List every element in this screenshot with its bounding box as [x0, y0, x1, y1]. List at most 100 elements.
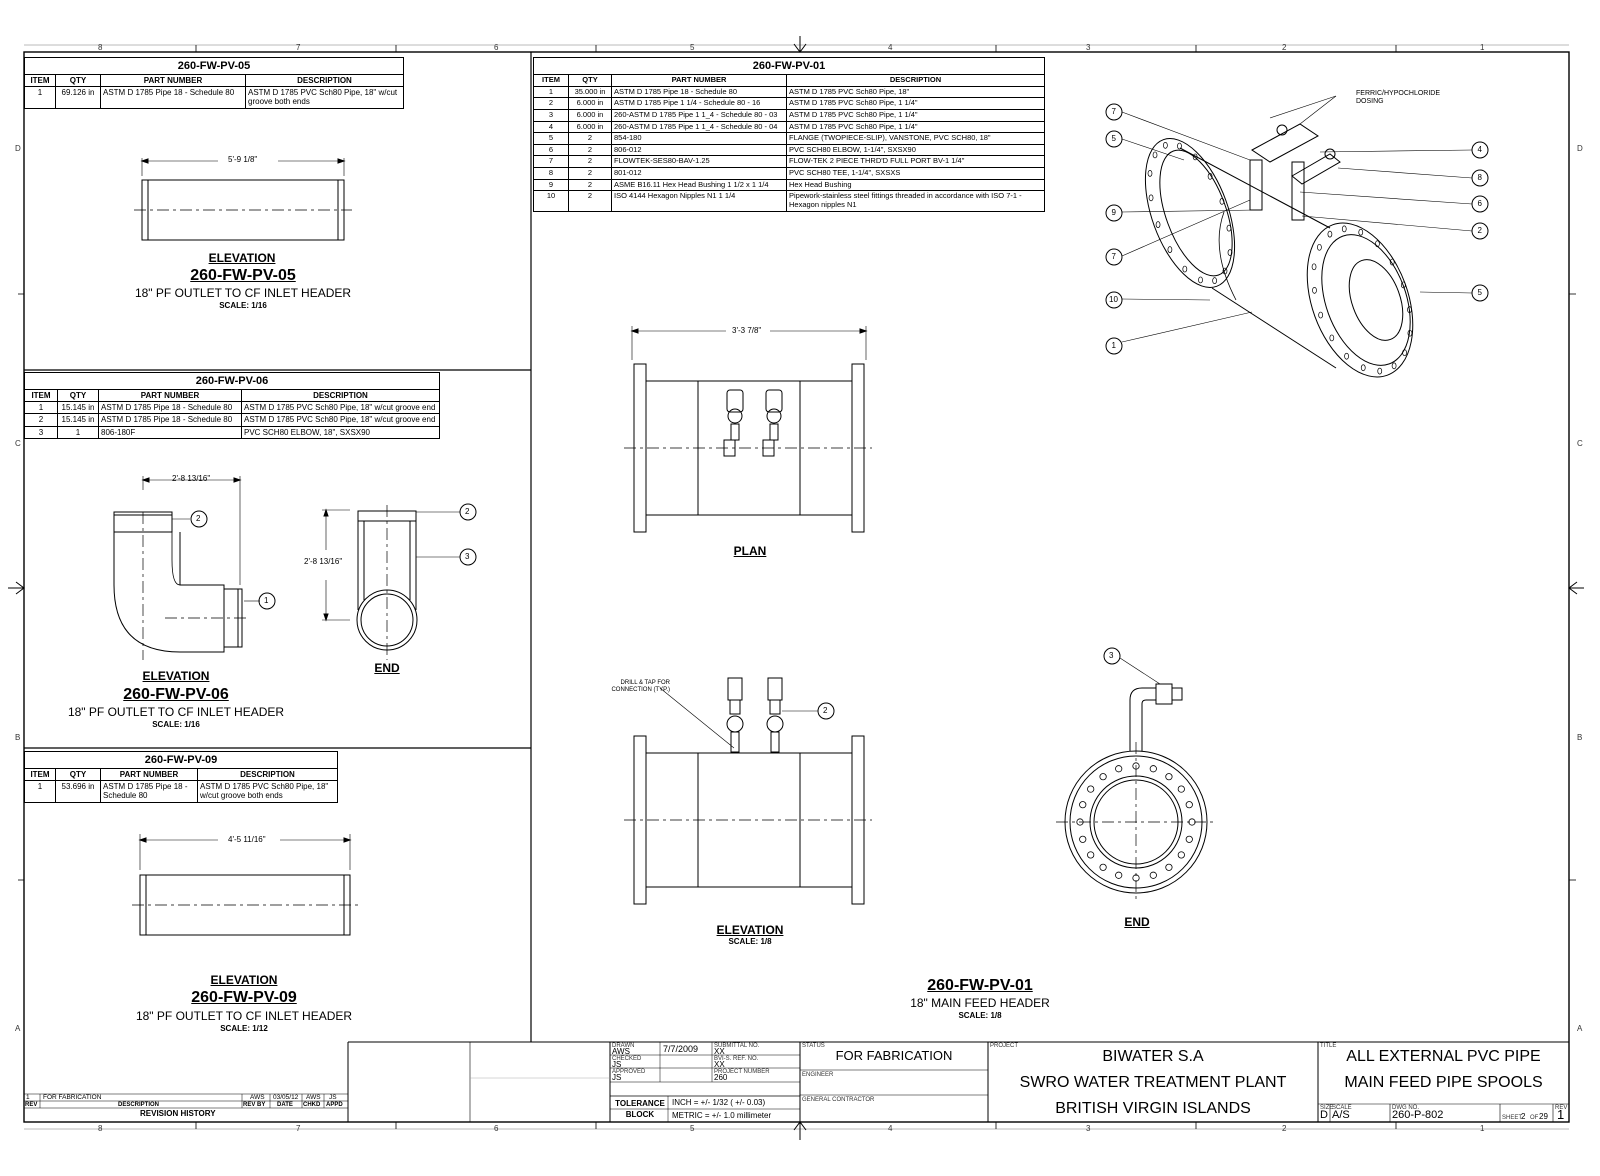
- cell-description: FLANGE (TWOPIECE-SLIP), VANSTONE, PVC SC…: [786, 132, 1045, 145]
- plant-name: SWRO WATER TREATMENT PLANT: [1019, 1074, 1287, 1091]
- rev-header-date: DATE: [277, 1102, 293, 1108]
- drawing-title: 260-FW-PV-05: [190, 267, 296, 284]
- cell-qty: 53.696 in: [55, 780, 101, 803]
- col-part-number: PART NUMBER: [611, 74, 787, 87]
- bolt-hole: [1149, 871, 1157, 879]
- border-row-letter: D: [15, 144, 21, 153]
- bolt-hole: [1099, 863, 1107, 871]
- bolt-hole: [1360, 364, 1366, 372]
- cell-item: 8: [533, 167, 569, 180]
- view-label-elevation: ELEVATION: [716, 923, 784, 937]
- bolt-hole: [1375, 240, 1380, 248]
- bolt-hole: [1115, 765, 1123, 773]
- border-column-number: 3: [1086, 43, 1091, 52]
- drawing-scale: SCALE: 1/8: [958, 1011, 1002, 1020]
- bolt-hole: [1329, 334, 1335, 342]
- cell-item: 1: [24, 86, 56, 109]
- col-item: ITEM: [533, 74, 569, 87]
- balloon-10: 10: [1109, 295, 1118, 304]
- bolt-hole: [1147, 170, 1153, 177]
- bolt-hole: [1132, 762, 1140, 770]
- sheet-number: 2: [1521, 1112, 1526, 1121]
- cell-part-number: ASTM D 1785 Pipe 18 - Schedule 80: [100, 86, 246, 109]
- bolt-hole: [1163, 141, 1168, 149]
- submittal-no: XX: [714, 1047, 725, 1056]
- cell-description: Hex Head Bushing: [786, 178, 1045, 192]
- location: BRITISH VIRGIN ISLANDS: [1055, 1100, 1251, 1117]
- cell-item: 1: [533, 85, 569, 99]
- border-column-number: 6: [494, 43, 499, 52]
- cell-description: ASTM D 1785 PVC Sch80 Pipe, 18" w/cut gr…: [241, 401, 440, 415]
- drawing-subtitle: 18" PF OUTLET TO CF INLET HEADER: [135, 1009, 353, 1023]
- balloon-9: 9: [1111, 208, 1116, 217]
- bolt-hole: [1377, 367, 1383, 375]
- rev-date: 03/05/12: [273, 1094, 299, 1101]
- tolerance-metric: METRIC = +/- 1.0 millimeter: [672, 1111, 772, 1120]
- border-column-number: 1: [1480, 1124, 1485, 1133]
- rev-header-appd: APPD: [326, 1102, 343, 1108]
- bolt-hole: [1327, 230, 1333, 238]
- cell-description: FLOW-TEK 2 PIECE THRD'D FULL PORT BV-1 1…: [786, 155, 1045, 168]
- engineer-label: ENGINEER: [802, 1072, 834, 1078]
- balloon-1: 1: [264, 596, 269, 605]
- cell-description: ASTM D 1785 PVC Sch80 Pipe, 1 1/4": [786, 97, 1045, 110]
- elevation-scale: SCALE: 1/8: [728, 937, 772, 946]
- cell-part-number: ASTM D 1785 Pipe 18 - Schedule 80: [611, 85, 787, 99]
- bolt-hole: [1341, 225, 1347, 233]
- bolt-hole: [1198, 276, 1203, 284]
- tolerance-label: TOLERANCE BLOCK: [615, 1099, 665, 1120]
- drawing-title: 260-FW-PV-01: [927, 977, 1033, 994]
- col-item: ITEM: [24, 73, 56, 88]
- bom-title: 260-FW-PV-06: [24, 372, 440, 389]
- cell-qty: 2: [568, 155, 612, 168]
- col-qty: QTY: [57, 388, 99, 403]
- balloon-3: 3: [1109, 651, 1114, 660]
- bolt-hole: [1226, 224, 1232, 232]
- cell-item: 7: [533, 155, 569, 168]
- bolt-hole: [1132, 874, 1140, 882]
- bolt-hole: [1155, 221, 1161, 228]
- drawing-subtitle: 18" MAIN FEED HEADER: [910, 996, 1050, 1010]
- cell-qty: 6.000 in: [568, 108, 612, 122]
- bolt-hole: [1115, 871, 1123, 879]
- bvi-ref-label: BVI-S. REF. NO.: [714, 1056, 759, 1062]
- border-column-number: 5: [690, 1124, 695, 1133]
- view-label-end: END: [1124, 915, 1150, 929]
- border-column-number: 2: [1282, 1124, 1287, 1133]
- bolt-hole: [1207, 173, 1213, 180]
- border-row-letter: C: [1577, 439, 1583, 448]
- cell-item: 2: [533, 97, 569, 110]
- cell-qty: 2: [568, 167, 612, 180]
- col-qty: QTY: [55, 767, 101, 782]
- drawing-subtitle: 18" PF OUTLET TO CF INLET HEADER: [67, 705, 285, 719]
- bolt-hole: [1152, 151, 1158, 159]
- status-label: STATUS: [802, 1043, 825, 1049]
- bolt-hole: [1076, 818, 1084, 826]
- border-column-number: 4: [888, 43, 893, 52]
- dimension-length: 3'-3 7/8": [732, 326, 762, 335]
- dimension-length: 5'-9 1/8": [228, 155, 258, 164]
- cell-qty: 6.000 in: [568, 120, 612, 134]
- border-row-letter: D: [1577, 144, 1583, 153]
- drawing-title: 260-FW-PV-06: [123, 686, 229, 703]
- bolt-hole: [1358, 228, 1364, 236]
- view-label-plan: PLAN: [733, 544, 767, 558]
- col-description: DESCRIPTION: [241, 388, 440, 403]
- cell-qty: 6.000 in: [568, 97, 612, 110]
- cell-item: 5: [533, 132, 569, 145]
- balloon-5: 5: [1477, 288, 1482, 297]
- dimension-length: 4'-5 11/16": [228, 835, 266, 844]
- cell-description: ASTM D 1785 PVC Sch80 Pipe, 1 1/4": [786, 120, 1045, 134]
- drawing-title: 260-FW-PV-09: [191, 989, 297, 1006]
- cell-description: PVC SCH80 ELBOW, 1-1/4", SXSX90: [786, 143, 1045, 157]
- rev-by: AWS: [250, 1094, 265, 1101]
- bolt-hole: [1167, 246, 1173, 253]
- drawing-subtitle: 18" PF OUTLET TO CF INLET HEADER: [134, 286, 352, 300]
